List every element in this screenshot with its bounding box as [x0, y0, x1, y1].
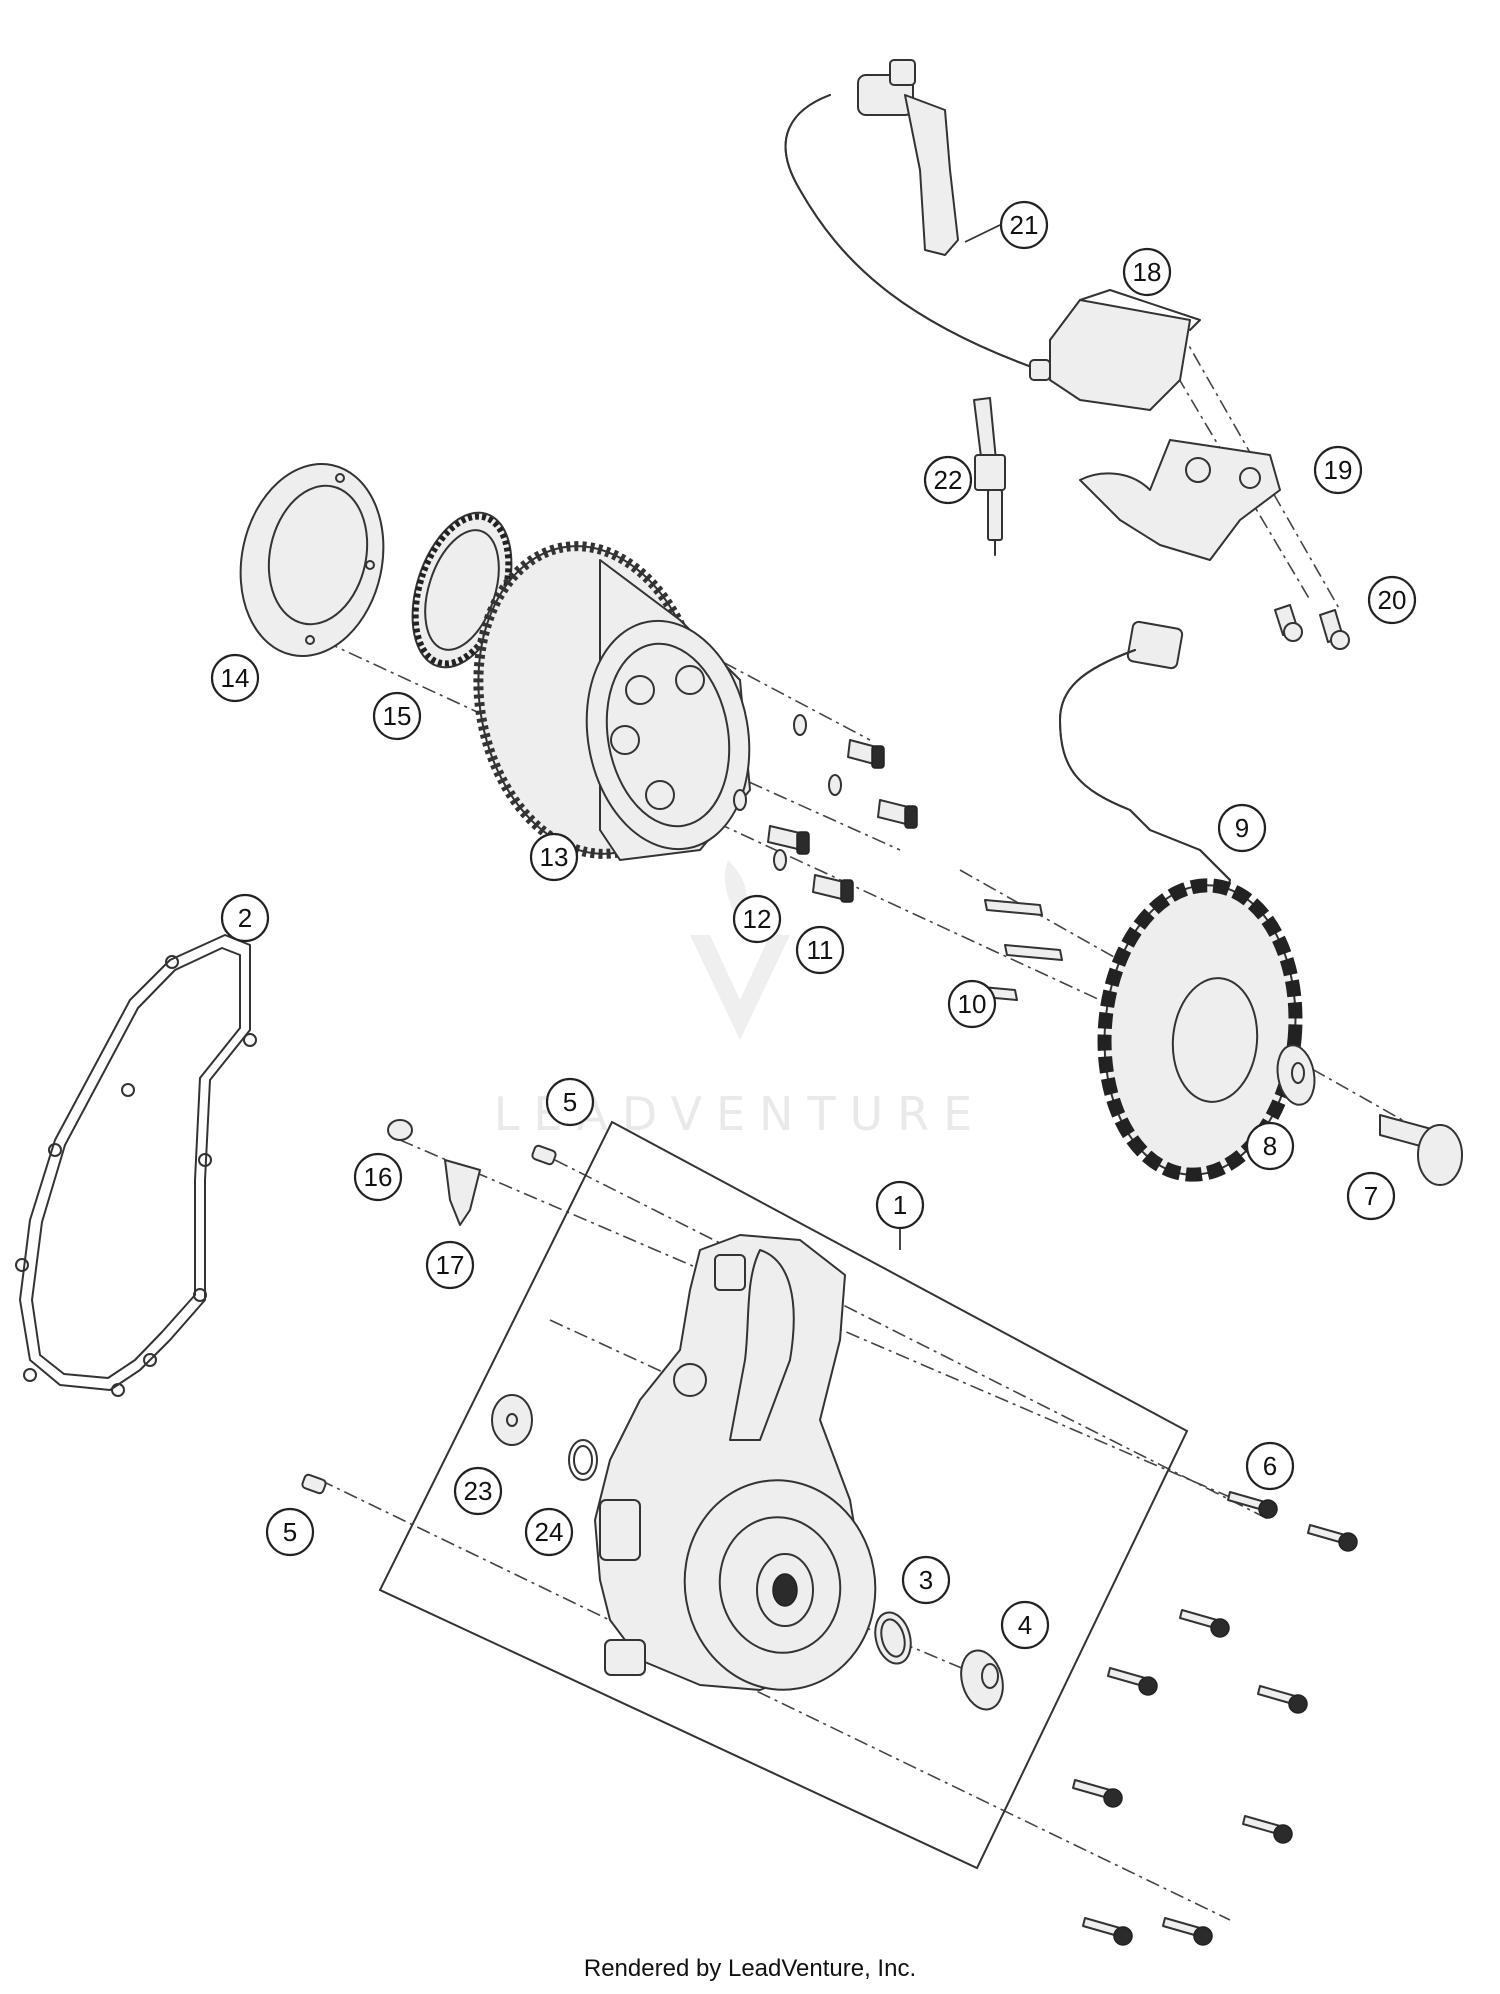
- svg-text:3: 3: [919, 1565, 933, 1595]
- bracket-bolts: [1274, 604, 1350, 650]
- svg-text:8: 8: [1263, 1131, 1277, 1161]
- svg-text:9: 9: [1235, 813, 1249, 843]
- generator-cover: [594, 1234, 877, 1691]
- cover-screws: [1072, 1491, 1358, 1946]
- callout-11: 11: [795, 925, 845, 975]
- svg-text:2: 2: [238, 903, 252, 933]
- callout-15: 15: [372, 691, 422, 741]
- spark-plug: [973, 397, 1006, 556]
- svg-text:14: 14: [221, 663, 250, 693]
- stator-cable: [1059, 620, 1231, 921]
- svg-text:24: 24: [535, 1517, 564, 1547]
- small-hardware: [301, 1119, 557, 1495]
- stator-washer-bolt: [1276, 1044, 1463, 1186]
- callout-22: 22: [923, 455, 973, 505]
- callout-23: 23: [453, 1466, 503, 1516]
- svg-text:1: 1: [893, 1190, 907, 1220]
- callout-9: 9: [1217, 803, 1267, 853]
- callout-21: 21: [999, 200, 1049, 250]
- callout-6: 6: [1245, 1441, 1295, 1491]
- callout-20: 20: [1367, 575, 1417, 625]
- svg-text:16: 16: [364, 1162, 393, 1192]
- callout-5-bottom: 5: [265, 1507, 315, 1557]
- svg-text:20: 20: [1378, 585, 1407, 615]
- callout-19: 19: [1313, 445, 1363, 495]
- seal-plate: [239, 463, 385, 657]
- svg-text:10: 10: [958, 989, 987, 1019]
- gasket: [15, 934, 257, 1397]
- svg-text:18: 18: [1133, 257, 1162, 287]
- svg-text:13: 13: [540, 842, 569, 872]
- callout-10: 10: [947, 979, 997, 1029]
- stator: [1097, 878, 1303, 1182]
- callout-5-top: 5: [545, 1077, 595, 1127]
- callout-17: 17: [425, 1240, 475, 1290]
- svg-text:5: 5: [283, 1517, 297, 1547]
- svg-text:11: 11: [807, 935, 834, 965]
- rotor-bolts: [733, 714, 918, 903]
- plug-and-oring: [491, 1394, 598, 1481]
- callout-18: 18: [1122, 247, 1172, 297]
- svg-text:23: 23: [464, 1476, 493, 1506]
- callout-1: 1: [875, 1180, 925, 1230]
- ignition-coil-cable: [784, 59, 1041, 371]
- svg-text:4: 4: [1018, 1610, 1032, 1640]
- seal-ring-and-cap: [874, 1611, 1004, 1711]
- svg-text:7: 7: [1364, 1181, 1378, 1211]
- callout-16: 16: [353, 1152, 403, 1202]
- svg-text:12: 12: [743, 904, 772, 934]
- callout-7: 7: [1346, 1171, 1396, 1221]
- cover-assembly-frame: [378, 1120, 1189, 1870]
- callout-3: 3: [901, 1555, 951, 1605]
- callout-14: 14: [210, 653, 260, 703]
- svg-text:21: 21: [1010, 210, 1039, 240]
- callout-8: 8: [1245, 1121, 1295, 1171]
- svg-text:17: 17: [436, 1250, 465, 1280]
- coil-bracket: [1079, 439, 1281, 561]
- callout-4: 4: [1000, 1600, 1050, 1650]
- callout-2: 2: [220, 893, 270, 943]
- callout-12: 12: [732, 894, 782, 944]
- svg-text:5: 5: [563, 1087, 577, 1117]
- svg-text:6: 6: [1263, 1451, 1277, 1481]
- svg-text:22: 22: [934, 465, 963, 495]
- footer-credit: Rendered by LeadVenture, Inc.: [583, 1955, 917, 1982]
- rotor-flywheel: [473, 541, 751, 861]
- callout-13: 13: [529, 832, 579, 882]
- ignition-coil: [1029, 289, 1201, 411]
- callout-24: 24: [524, 1507, 574, 1557]
- svg-text:15: 15: [383, 701, 412, 731]
- callout-leaders: [899, 224, 1001, 1250]
- svg-text:19: 19: [1324, 455, 1353, 485]
